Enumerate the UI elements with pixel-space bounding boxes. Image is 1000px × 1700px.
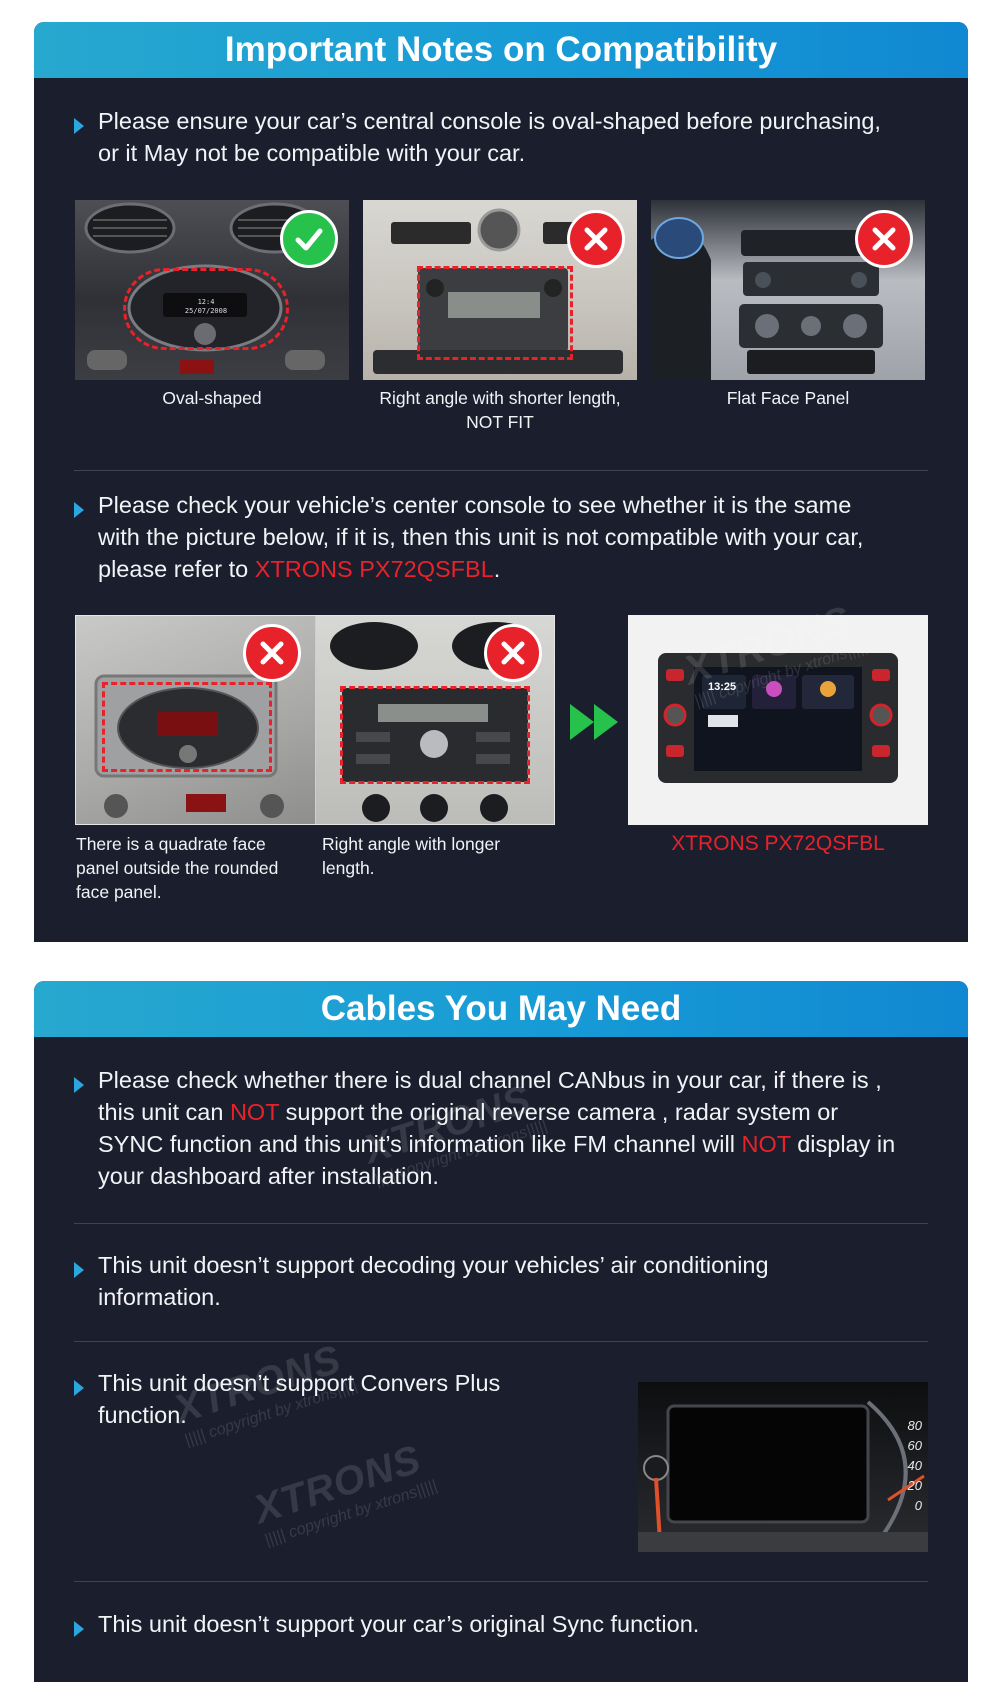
bullet-icon bbox=[74, 1077, 84, 1093]
highlight-frame bbox=[123, 268, 289, 350]
gauge-tick: 0 bbox=[914, 1498, 922, 1513]
bullet-icon bbox=[74, 1621, 84, 1637]
bullet-icon bbox=[74, 1262, 84, 1278]
bullet-icon bbox=[74, 1380, 84, 1396]
highlight-frame bbox=[340, 686, 530, 784]
product-screen-time: 13:25 bbox=[708, 681, 737, 693]
note-convers-plus: This unit doesn’t support Convers Plus f… bbox=[98, 1370, 501, 1428]
note-canbus-text-c: display in your dashboard after installa… bbox=[98, 1131, 896, 1189]
photo-flat-face bbox=[651, 200, 925, 380]
watermark-brand: XTRONS bbox=[248, 1437, 427, 1533]
compatibility-title: Important Notes on Compatibility bbox=[34, 22, 968, 78]
note-center-console: Please check your vehicle’s center conso… bbox=[98, 489, 898, 585]
watermark-copy: ||||| copyright by xtrons||||| bbox=[262, 1477, 440, 1550]
note-canbus: Please check whether there is dual chann… bbox=[98, 1064, 898, 1192]
note-oval-console: Please ensure your car’s central console… bbox=[98, 108, 881, 166]
cross-icon bbox=[567, 210, 625, 268]
bullet-icon bbox=[74, 118, 84, 134]
divider bbox=[74, 1341, 928, 1342]
photo-right-angle-long bbox=[316, 616, 554, 824]
note-end: . bbox=[493, 556, 501, 582]
gauge-tick: 40 bbox=[907, 1458, 922, 1473]
cross-icon bbox=[484, 624, 542, 682]
compatibility-panel: Important Notes on Compatibility Please … bbox=[34, 22, 968, 942]
photo-oval-console: 12:4 25/07/2008 bbox=[75, 200, 349, 380]
product-link[interactable]: XTRONS PX72QSFBL bbox=[254, 556, 494, 582]
note-canbus-text-b: support the original reverse camera , ra… bbox=[98, 1099, 839, 1157]
gauge-tick: 20 bbox=[907, 1478, 922, 1493]
highlight-frame bbox=[102, 682, 272, 772]
cross-icon bbox=[855, 210, 913, 268]
photo-quadrate-panel bbox=[76, 616, 315, 824]
speed-gauge: 80 60 40 20 0 bbox=[888, 1416, 922, 1516]
not-highlight: NOT bbox=[741, 1131, 791, 1157]
divider bbox=[74, 1223, 928, 1224]
note-center-console-text: Please check your vehicle’s center conso… bbox=[98, 492, 864, 582]
caption-product[interactable]: XTRONS PX72QSFBL bbox=[671, 832, 885, 855]
divider bbox=[74, 1581, 928, 1582]
caption-oval-shaped: Oval-shaped bbox=[162, 388, 262, 408]
note-sync: This unit doesn’t support your car’s ori… bbox=[98, 1611, 700, 1637]
cross-icon bbox=[243, 624, 301, 682]
divider bbox=[74, 470, 928, 471]
photo-right-angle-short bbox=[363, 200, 637, 380]
note-air-conditioning: This unit doesn’t support decoding your … bbox=[98, 1252, 769, 1310]
radio-screen-text: 12:4 25/07/2008 bbox=[184, 298, 228, 315]
note-canbus-text-a: Please check whether there is dual chann… bbox=[98, 1067, 882, 1125]
photo-dashboard: 80 60 40 20 0 bbox=[638, 1382, 928, 1552]
caption-flat-face: Flat Face Panel bbox=[726, 388, 850, 408]
photo-product[interactable]: 13:25 bbox=[628, 615, 928, 825]
caption-right-angle-long: Right angle with longer length. bbox=[322, 834, 501, 878]
check-icon bbox=[280, 210, 338, 268]
gauge-tick: 80 bbox=[907, 1418, 922, 1433]
bullet-icon bbox=[74, 502, 84, 518]
gauge-tick: 60 bbox=[907, 1438, 922, 1453]
photo-incompatible-pair bbox=[75, 615, 555, 825]
cables-title: Cables You May Need bbox=[34, 981, 968, 1037]
caption-right-angle-short: Right angle with shorter length, NOT FIT bbox=[379, 388, 621, 432]
highlight-frame bbox=[417, 266, 573, 360]
arrow-right-icon bbox=[570, 704, 618, 740]
not-highlight: NOT bbox=[229, 1099, 280, 1125]
watermark: XTRONS||||| copyright by xtrons||||| bbox=[249, 1435, 440, 1551]
cables-panel: Cables You May Need Please check whether… bbox=[34, 981, 968, 1682]
caption-quadrate-panel: There is a quadrate face panel outside t… bbox=[76, 834, 279, 902]
